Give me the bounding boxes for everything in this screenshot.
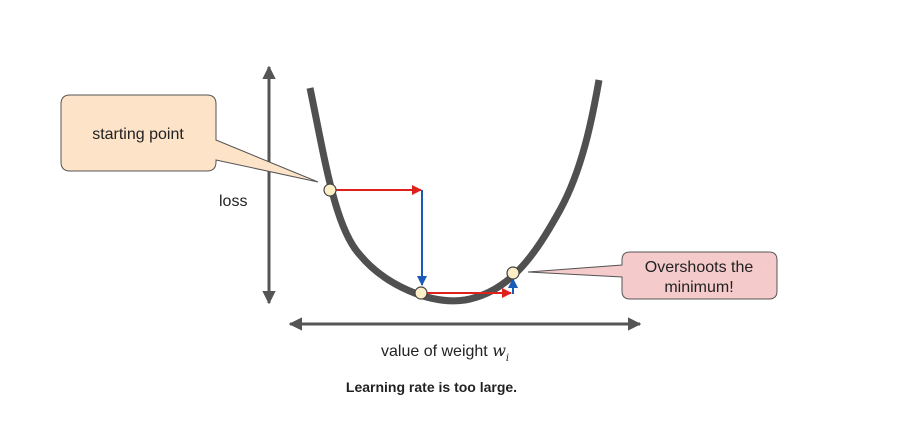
second-point (414, 286, 428, 300)
overshoot-callout: Overshoots the minimum! (527, 251, 778, 300)
y-axis-label: loss (219, 193, 247, 210)
start-point (323, 183, 337, 197)
overshoot-label-line1: Overshoots the (645, 259, 754, 276)
overshoot-label-line2: minimum! (664, 279, 733, 296)
starting-point-label: starting point (92, 126, 184, 143)
overshoot-point (506, 266, 520, 280)
starting-point-callout: starting point (60, 94, 319, 183)
figure-caption: Learning rate is too large. (345, 379, 518, 395)
x-axis-label: value of weight wi (381, 341, 509, 364)
loss-curve (306, 79, 603, 305)
x-axis-label-sub: i (506, 353, 509, 364)
x-axis-label-var: w (492, 341, 506, 360)
x-axis-label-text: value of weight (381, 343, 492, 360)
